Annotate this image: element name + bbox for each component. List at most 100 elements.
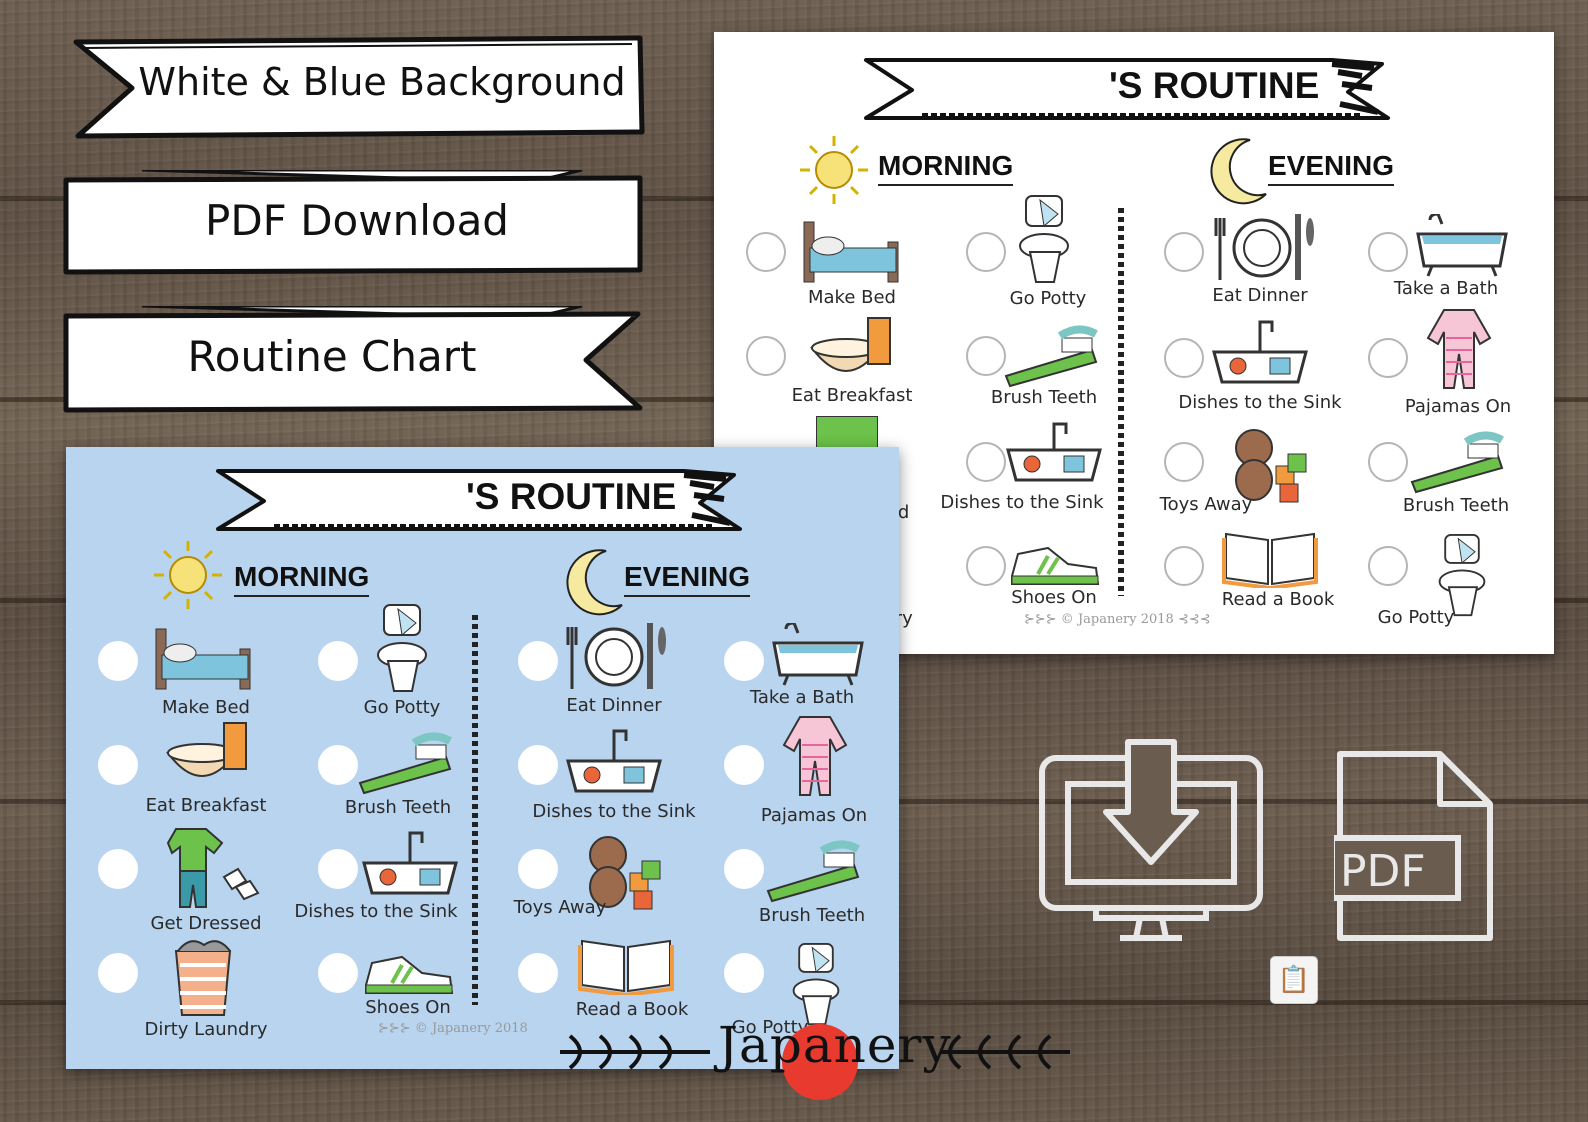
monitor-download-icon — [1039, 739, 1263, 941]
toothbrush-icon — [766, 840, 860, 903]
checkbox[interactable] — [724, 745, 764, 785]
checkbox[interactable] — [1368, 338, 1408, 378]
checkbox[interactable] — [724, 641, 764, 681]
item-label: Make Bed — [808, 287, 896, 308]
banner-label: PDF Download — [205, 195, 509, 245]
item-label: Make Bed — [162, 697, 250, 718]
bathtub-icon — [772, 623, 864, 686]
item-label: Take a Bath — [749, 687, 855, 708]
checkbox[interactable] — [966, 232, 1006, 272]
item-label: Brush Teeth — [344, 797, 452, 818]
checkbox[interactable] — [98, 745, 138, 785]
item-label: Eat Breakfast — [791, 385, 913, 406]
arrow-tail-right-icon — [940, 1034, 1070, 1070]
item-label: Brush Teeth — [1402, 495, 1510, 516]
sink-dishes-icon — [566, 729, 662, 793]
checkbox[interactable] — [724, 953, 764, 993]
checkbox[interactable] — [98, 953, 138, 993]
breakfast-bowl-icon — [166, 722, 247, 777]
checkbox[interactable] — [518, 745, 558, 785]
toothbrush-icon — [1410, 431, 1504, 494]
routine-title: 'S ROUTINE — [466, 476, 677, 517]
banner-ribbon — [63, 170, 643, 275]
item-label: Go Potty — [363, 697, 441, 718]
item-label: Pajamas On — [760, 805, 868, 826]
item-label: Get Dressed — [150, 913, 262, 934]
breakfast-bowl-icon — [810, 317, 891, 372]
banner-label: White & Blue Background — [138, 60, 626, 104]
bed-icon — [155, 628, 251, 690]
pajamas-icon — [782, 716, 848, 796]
bathtub-icon — [1416, 214, 1508, 277]
checkbox[interactable] — [518, 641, 558, 681]
item-label: Go Potty — [1009, 288, 1087, 309]
checkbox[interactable] — [1368, 232, 1408, 272]
checkbox[interactable] — [746, 336, 786, 376]
checkbox[interactable] — [724, 849, 764, 889]
column-divider — [1118, 208, 1124, 596]
book-icon — [1222, 532, 1318, 588]
checkbox[interactable] — [1368, 546, 1408, 586]
moon-icon — [566, 549, 623, 616]
checkbox[interactable] — [966, 442, 1006, 482]
item-label: Go Potty — [731, 1017, 809, 1038]
clothes-icon — [166, 828, 260, 908]
toilet-icon — [1438, 534, 1486, 617]
item-label: Read a Book — [575, 999, 689, 1020]
checkbox[interactable] — [518, 953, 558, 993]
red-dot — [782, 1024, 858, 1100]
item-label: Take a Bath — [1393, 278, 1499, 299]
checkbox[interactable] — [966, 336, 1006, 376]
item-label: Go Potty — [1377, 607, 1455, 628]
white-routine-chart: 'S ROUTINE MORNING EVENING Make Bed Eat … — [714, 32, 1554, 654]
toothbrush-icon — [1004, 325, 1098, 388]
banner-ribbon — [63, 306, 643, 413]
checkbox[interactable] — [98, 849, 138, 889]
banner-label: Routine Chart — [187, 331, 477, 381]
checkbox[interactable] — [746, 232, 786, 272]
item-label: Dishes to the Sink — [294, 901, 458, 922]
shoe-icon — [1011, 546, 1100, 585]
banner-ribbon — [73, 35, 645, 139]
arrow-tail-left-icon — [560, 1034, 710, 1070]
checkbox[interactable] — [318, 641, 358, 681]
item-label: Dirty Laundry — [144, 1019, 268, 1040]
sink-dishes-icon — [1006, 422, 1102, 482]
checkbox[interactable] — [318, 953, 358, 993]
evening-title: EVENING — [1268, 150, 1395, 186]
item-label: Brush Teeth — [758, 905, 866, 926]
column-divider — [472, 615, 478, 1005]
clipboard-icon[interactable]: 📋 — [1270, 956, 1318, 1004]
checkbox[interactable] — [318, 745, 358, 785]
item-label: Eat Dinner — [566, 695, 662, 716]
checkbox[interactable] — [1164, 232, 1204, 272]
item-label: Toys Away — [1159, 494, 1253, 515]
checkbox[interactable] — [1164, 442, 1204, 482]
sun-icon — [800, 136, 868, 204]
pdf-label: PDF — [1340, 846, 1426, 897]
checkbox[interactable] — [1164, 546, 1204, 586]
sink-dishes-icon — [1212, 320, 1308, 384]
dinner-plate-icon — [566, 623, 666, 689]
morning-title: MORNING — [234, 561, 370, 597]
banner-pdf-download: PDF Download — [62, 170, 652, 275]
teddy-bear-icon — [589, 836, 661, 910]
teddy-bear-icon — [1235, 429, 1307, 503]
pdf-file-icon — [1334, 751, 1493, 941]
checkbox[interactable] — [966, 546, 1006, 586]
routine-title: 'S ROUTINE — [1109, 65, 1320, 106]
copyright: ⊱⊱⊱ © Japanery 2018 — [378, 1021, 528, 1036]
checkbox[interactable] — [318, 849, 358, 889]
checkbox[interactable] — [518, 849, 558, 889]
checkbox[interactable] — [1368, 442, 1408, 482]
checkbox[interactable] — [1164, 338, 1204, 378]
item-label: Pajamas On — [1404, 396, 1512, 417]
book-icon — [578, 939, 674, 995]
title-banner — [216, 469, 742, 531]
checkbox[interactable] — [98, 641, 138, 681]
item-label: Eat Breakfast — [145, 795, 267, 816]
bed-icon — [803, 221, 899, 283]
toilet-icon — [377, 604, 427, 692]
dinner-plate-icon — [1214, 214, 1314, 280]
banner-routine-chart: Routine Chart — [62, 306, 652, 413]
